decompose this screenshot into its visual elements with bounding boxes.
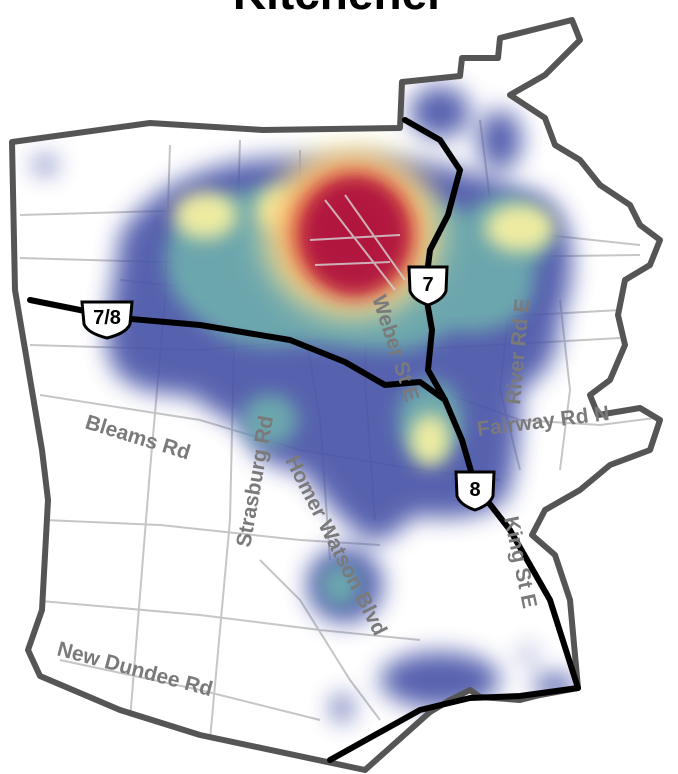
highway-network [27,117,581,763]
density-heatmap [33,86,577,722]
highway-southern-line [327,685,581,763]
road-label-strasburg: Strasburg Rd [232,414,278,549]
highway-7-8-line [27,297,581,691]
highway-7-line [402,117,463,403]
map-title: Kitchener [0,0,678,16]
downtown-grid [309,194,406,291]
city-boundary [9,17,663,773]
highway-shield-label: 7 [422,274,433,296]
highway-shield-label: 7/8 [93,307,121,329]
highway-shield-7[interactable]: 7 [407,265,449,307]
highway-shield-label: 8 [469,479,480,501]
road-label-bleams: Bleams Rd [83,411,194,465]
highway-shield-8[interactable]: 8 [454,470,496,512]
highway-shield-7-8[interactable]: 7/8 [80,300,134,340]
